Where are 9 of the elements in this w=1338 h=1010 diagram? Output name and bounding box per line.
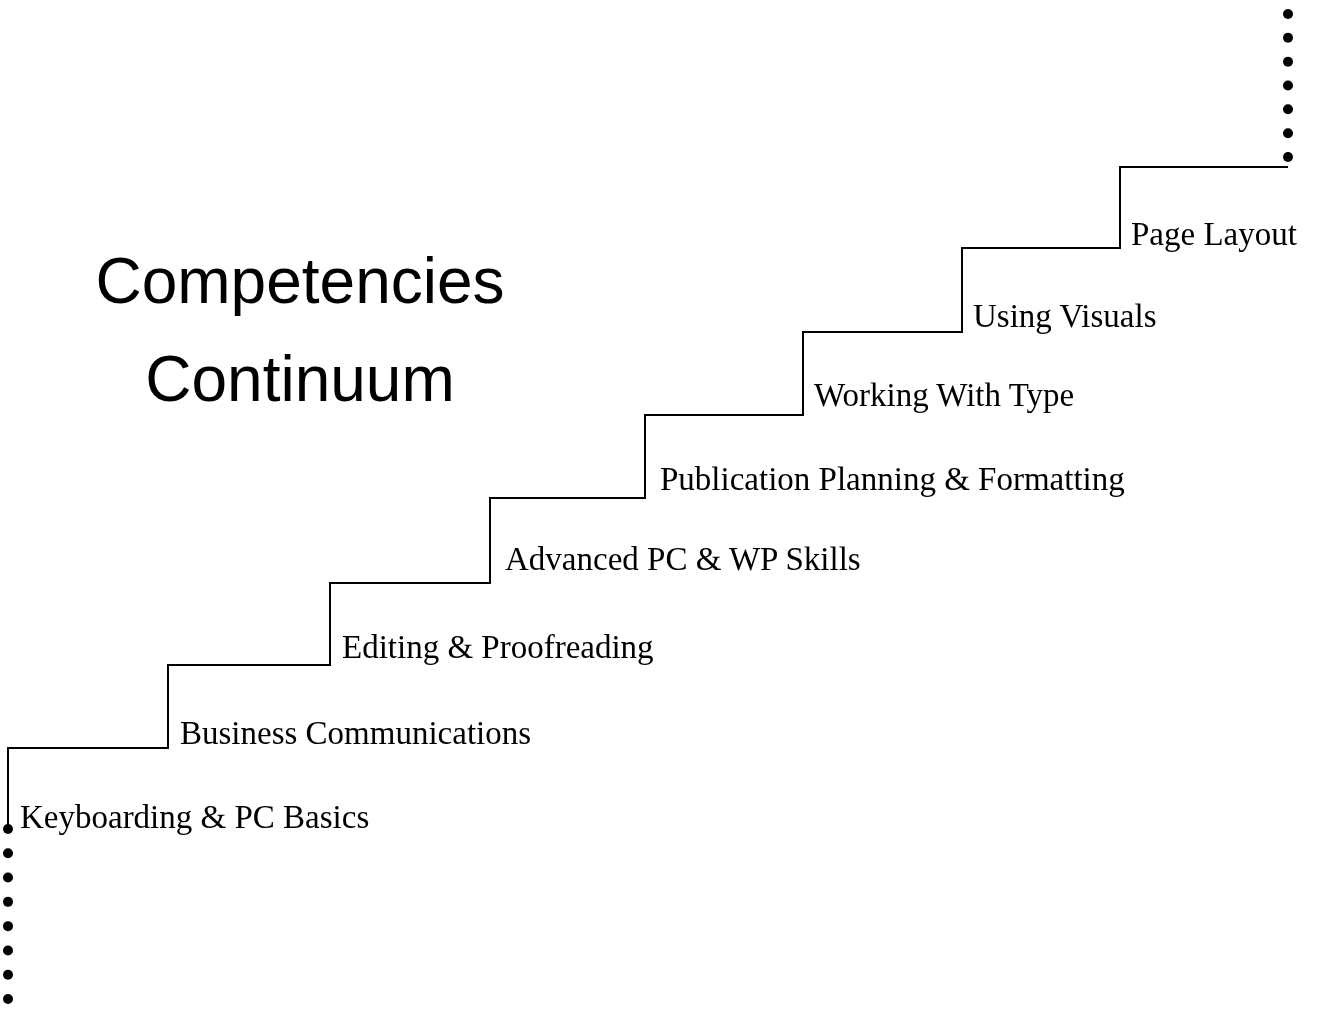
step-label: Advanced PC & WP Skills: [505, 543, 861, 576]
step-label: Using Visuals: [973, 300, 1157, 333]
step-label: Editing & Proofreading: [342, 631, 654, 664]
step-label: Keyboarding & PC Basics: [20, 801, 370, 834]
step-label: Working With Type: [814, 379, 1075, 412]
title: Competencies Continuum: [94, 244, 506, 417]
step-label: Business Communications: [180, 717, 532, 750]
step-label: Publication Planning & Formatting: [660, 463, 1125, 496]
step-label: Page Layout: [1131, 218, 1297, 251]
